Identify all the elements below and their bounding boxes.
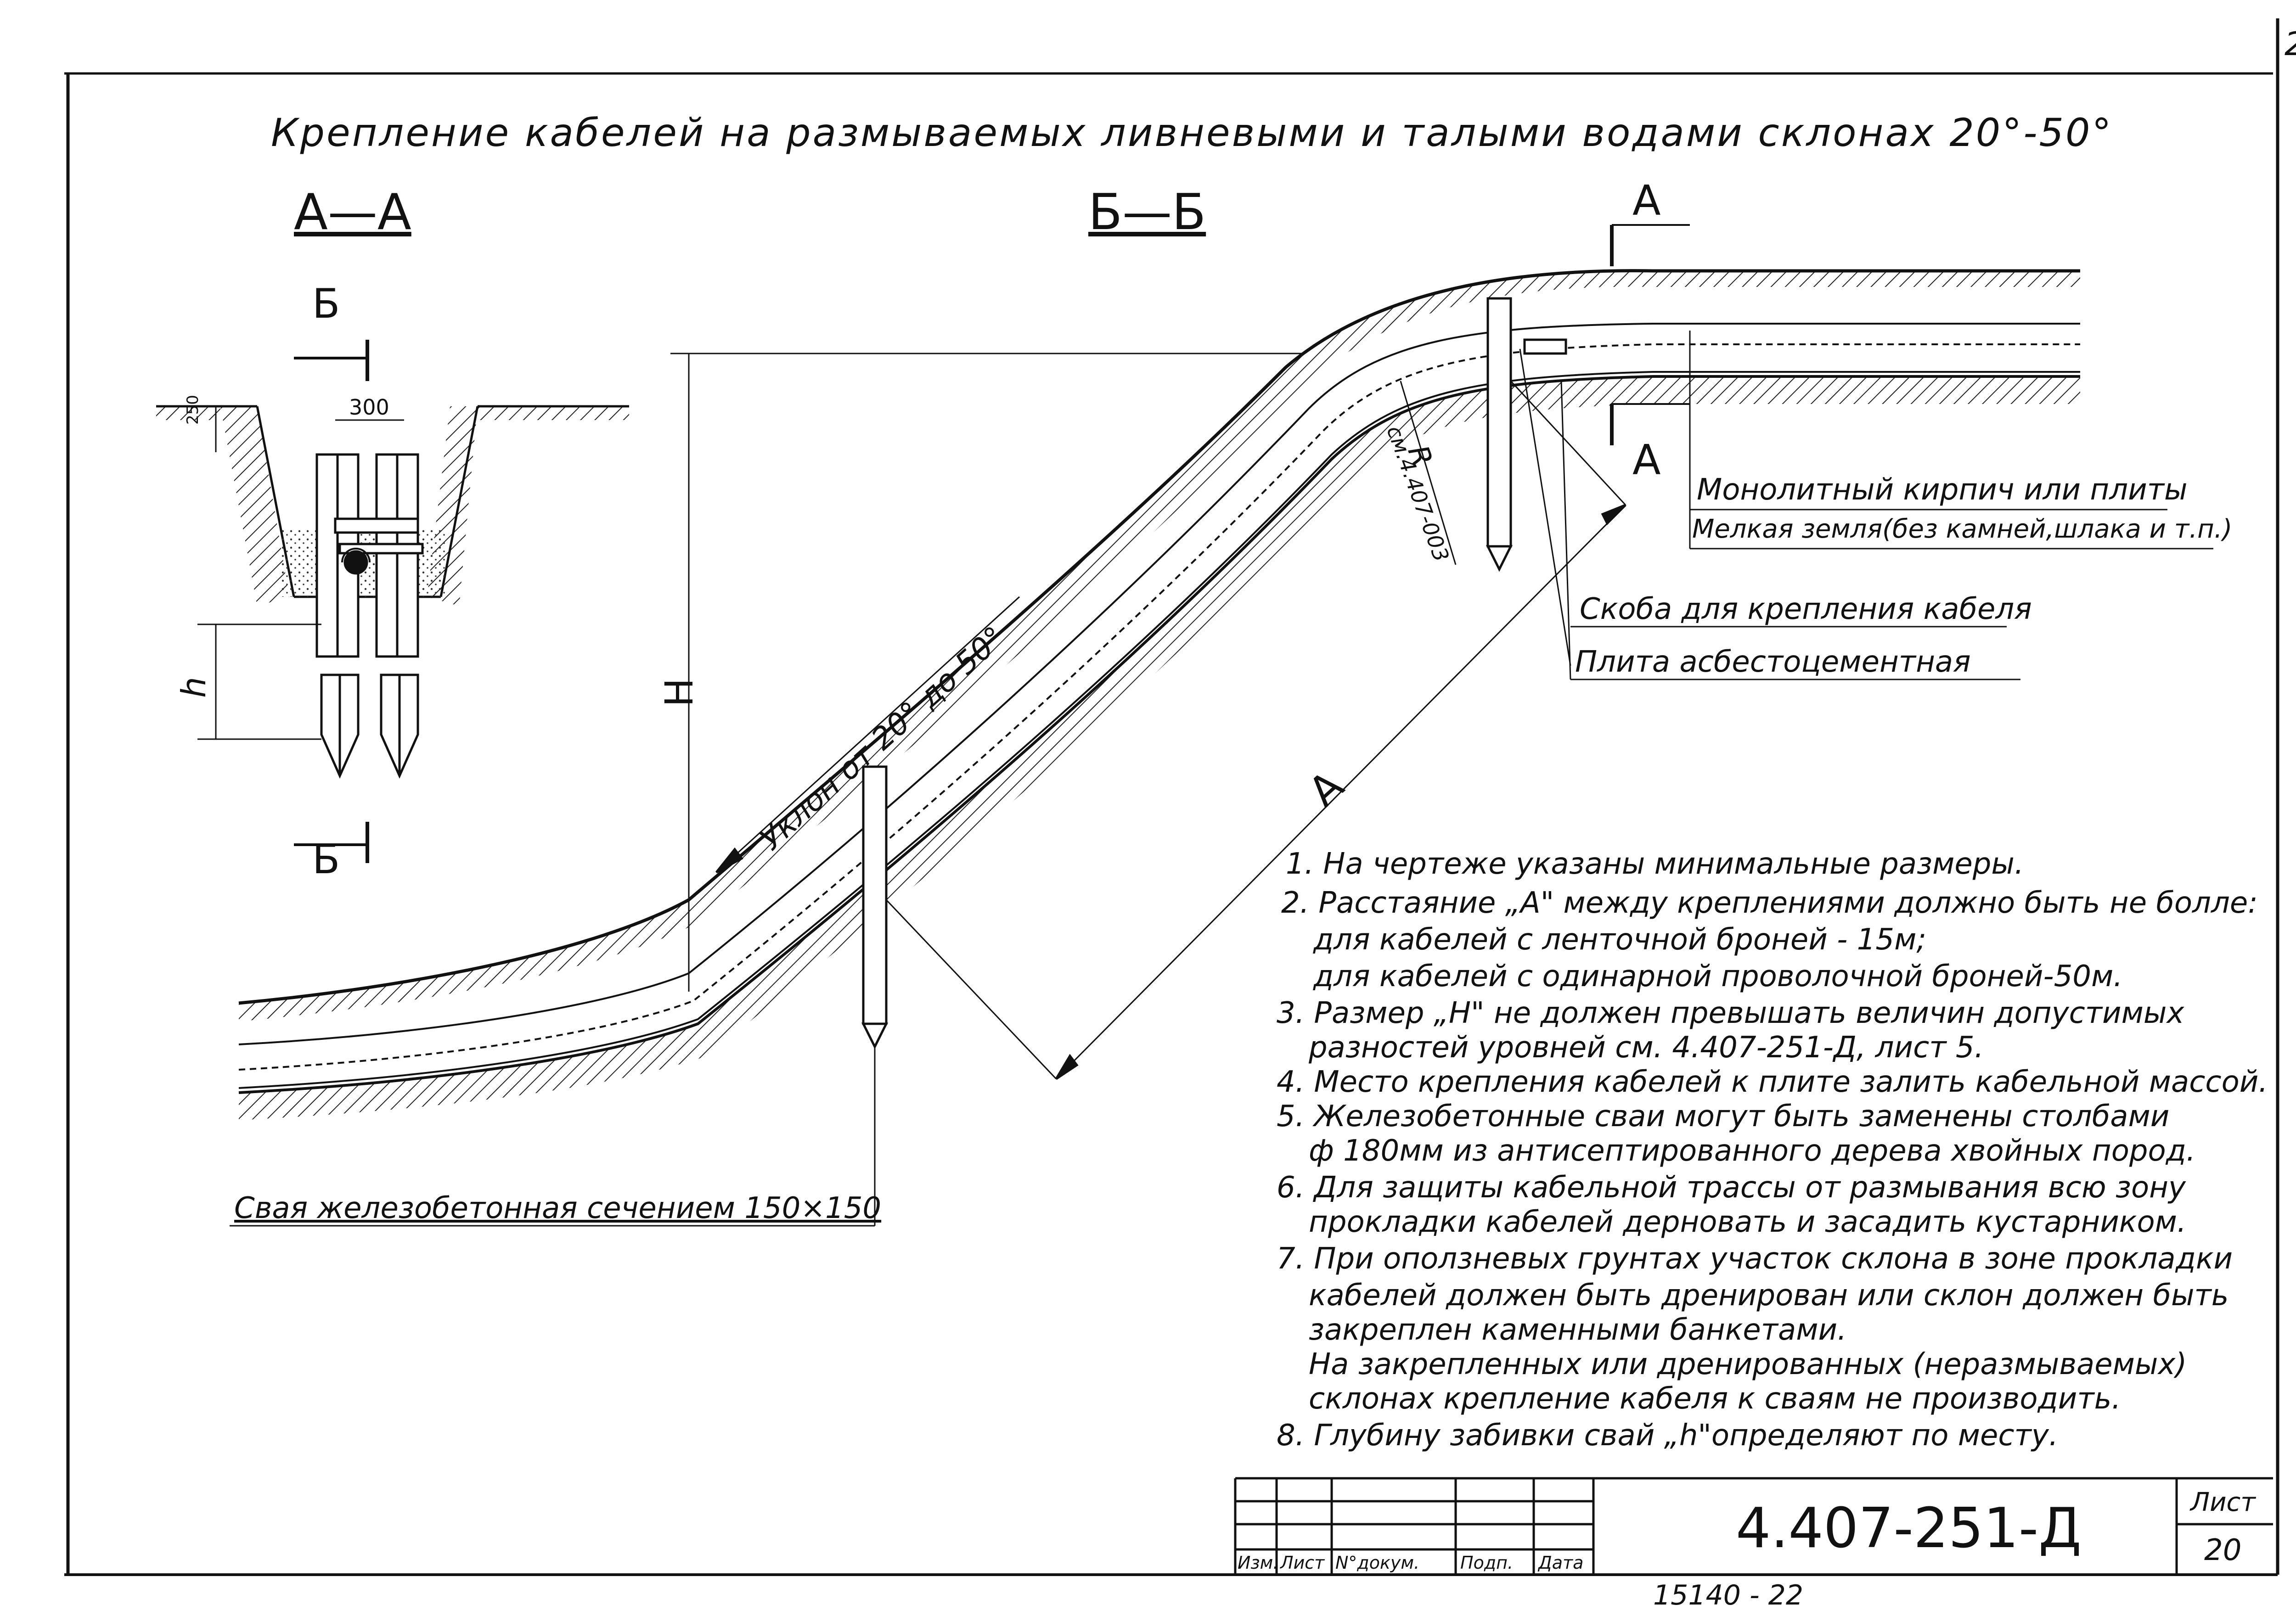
- note-line: склонах крепление кабеля к сваям не прои…: [1309, 1382, 2121, 1416]
- note-line: прокладки кабелей дерновать и засадить к…: [1309, 1205, 2187, 1239]
- note-line: разностей уровней см. 4.407-251-Д, лист …: [1309, 1031, 1984, 1065]
- stamp-header-date: Дата: [1538, 1553, 1584, 1573]
- section-mark-top-b: Б: [312, 280, 340, 327]
- page-number: 21: [2285, 25, 2296, 63]
- stamp-header-list: Лист: [1280, 1553, 1325, 1573]
- sheet-number: 20: [2204, 1533, 2242, 1567]
- sheet-frame: [64, 18, 2279, 1576]
- dim-width-300: 300: [349, 395, 389, 420]
- note-line: для кабелей с ленточной броней - 15м;: [1313, 923, 1926, 957]
- note-line: 6. Для защиты кабельной трассы от размыв…: [1277, 1171, 2186, 1205]
- callout-monolithic-brick: Монолитный кирпич или плиты: [1697, 473, 2188, 507]
- note-line: кабелей должен быть дренирован или склон…: [1309, 1279, 2229, 1313]
- callout-asbestos-plate: Плита асбестоцементная: [1575, 645, 1971, 679]
- dim-H-label: H: [657, 678, 702, 707]
- note-line: 3. Размер „Н" не должен превышать величи…: [1277, 996, 2184, 1030]
- document-code: 4.407-251-Д: [1736, 1497, 2082, 1560]
- pile-label: Свая железобетонная сечением 150×150: [234, 1191, 882, 1225]
- stamp-header-izm: Изм.: [1238, 1553, 1279, 1573]
- bottom-reference: 15140 - 22: [1653, 1579, 1804, 1611]
- section-aa-label: А—А: [294, 184, 411, 241]
- note-line: 7. При оползневых грунтах участок склона…: [1277, 1242, 2233, 1276]
- dim-h-label: h: [174, 677, 213, 698]
- stamp-header-sign: Подп.: [1460, 1553, 1514, 1573]
- callout-fine-soil: Мелкая земля(без камней,шлака и т.п.): [1692, 514, 2233, 544]
- title-block-grid: [1234, 1477, 2273, 1575]
- note-line: 4. Место крепления кабелей к плите залит…: [1277, 1065, 2268, 1099]
- section-mark-bottom-b: Б: [312, 836, 340, 883]
- note-line: 8. Глубину забивки свай „h"определяют по…: [1277, 1419, 2059, 1453]
- note-line: ф 180мм из антисептированного дерева хво…: [1309, 1134, 2196, 1168]
- dim-depth-250: 250: [184, 395, 202, 425]
- note-line: 1. На чертеже указаны минимальные размер…: [1286, 847, 2024, 881]
- section-mark-top-a: А: [1632, 177, 1661, 225]
- callout-cable-bracket: Скоба для крепления кабеля: [1580, 592, 2032, 626]
- section-aa-drawing: [156, 340, 629, 863]
- note-line: 2. Расстаяние „А" между креплениями долж…: [1281, 886, 2258, 920]
- stamp-header-doc: N°докум.: [1335, 1553, 1420, 1573]
- note-line: На закрепленных или дренированных (нераз…: [1309, 1347, 2187, 1381]
- note-line: 5. Железобетонные сваи могут быть замене…: [1277, 1100, 2170, 1133]
- section-mark-bottom-a: А: [1632, 436, 1661, 484]
- sheet-label: Лист: [2190, 1487, 2256, 1517]
- note-line: закреплен каменными банкетами.: [1309, 1313, 1847, 1347]
- note-line: для кабелей с одинарной проволочной брон…: [1313, 960, 2123, 993]
- section-bb-drawing: [230, 224, 2213, 1227]
- section-bb-label: Б—Б: [1088, 184, 1206, 241]
- page-title: Крепление кабелей на размываемых ливневы…: [271, 110, 2113, 155]
